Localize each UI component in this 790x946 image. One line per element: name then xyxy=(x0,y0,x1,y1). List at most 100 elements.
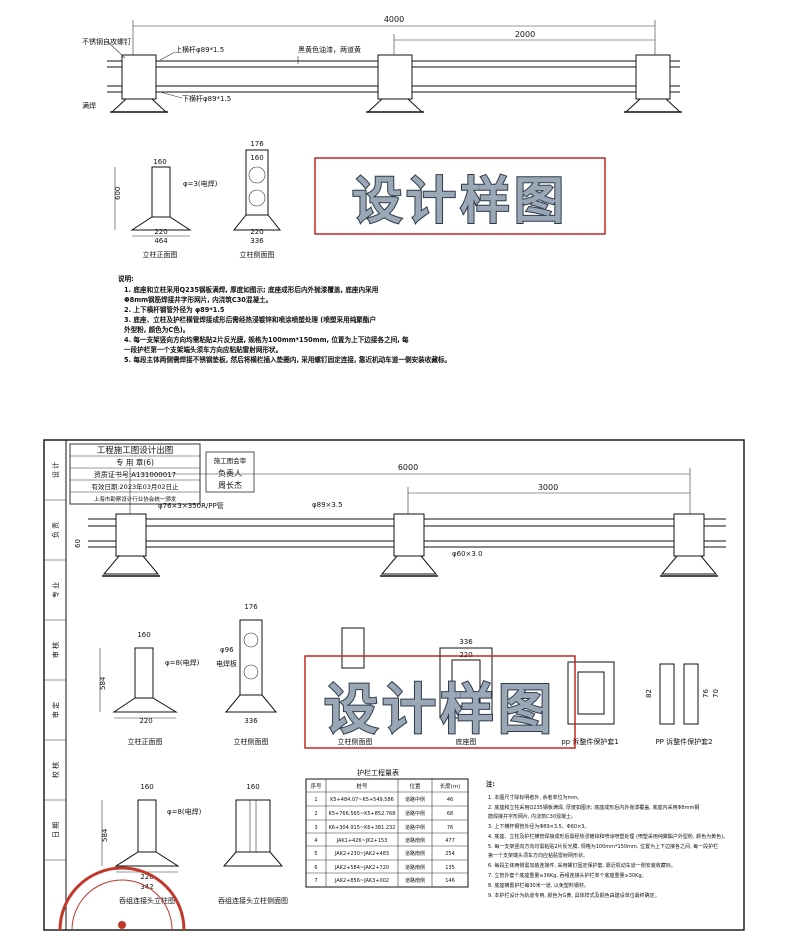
svg-text:584: 584 xyxy=(99,676,107,690)
svg-text:146: 146 xyxy=(445,878,455,884)
svg-text:5. 每段主体两侧需焊接不锈钢垫板, 然后将横栏插入垫圈内,: 5. 每段主体两侧需焊接不锈钢垫板, 然后将横栏插入垫圈内, 采用螺钉固定连接,… xyxy=(124,355,451,364)
svg-text:一段护栏第一个支架端头须车方向应粘贴雷射网形状。: 一段护栏第一个支架端头须车方向应粘贴雷射网形状。 xyxy=(124,345,282,354)
svg-text:160: 160 xyxy=(250,154,263,162)
view-front-title-b: 立柱正面图 xyxy=(128,737,163,746)
svg-text:46: 46 xyxy=(447,797,453,803)
svg-text:PP 诉整件保护套2: PP 诉整件保护套2 xyxy=(655,737,712,746)
post-front-view-bottom: 160 584 220 φ=8(电焊) 立柱正面图 xyxy=(99,631,200,746)
svg-text:日 期: 日 期 xyxy=(52,822,60,838)
view-side-title: 立柱侧面图 xyxy=(240,250,275,259)
dim-half-2000: 2000 xyxy=(515,30,535,39)
svg-text:60: 60 xyxy=(74,539,82,548)
svg-text:1. 本图尺寸除标明者外, 余者单位为mm。: 1. 本图尺寸除标明者外, 余者单位为mm。 xyxy=(488,794,582,801)
connector-front-view: 160 584 220 342 φ=8(电焊) 吞组连接头立柱图 xyxy=(101,783,202,905)
svg-text:道路南侧: 道路南侧 xyxy=(405,837,425,844)
svg-text:道路中侧: 道路中侧 xyxy=(405,824,425,831)
svg-text:JAK2+584~JAK2+720: JAK2+584~JAK2+720 xyxy=(334,865,389,871)
svg-text:160: 160 xyxy=(137,631,150,639)
svg-text:220: 220 xyxy=(140,873,153,881)
post-front-view-top: 160 600 220 464 φ=3(电焊) 立柱正面图 xyxy=(114,158,218,259)
svg-text:JAK2+230~JAK2+483: JAK2+230~JAK2+483 xyxy=(334,851,389,857)
svg-text:254: 254 xyxy=(445,851,455,857)
label-pipe-mid: φ60×3.0 xyxy=(452,550,483,558)
view-connector-front-title: 吞组连接头立柱图 xyxy=(119,896,175,905)
svg-text:专 用 章(6): 专 用 章(6) xyxy=(116,457,154,467)
label-upper-rail: 上横杆φ89*1.5 xyxy=(175,45,224,54)
design-stamp: 工程施工图设计出图 专 用 章(6) 资质证书号:A131000017 有效日期… xyxy=(69,443,255,505)
svg-text:注:: 注: xyxy=(486,779,495,788)
dim-total-6000: 6000 xyxy=(398,463,418,472)
red-seal xyxy=(58,866,186,931)
notes-top: 说明: 1. 底座和立柱采用Q235钢板满焊, 厚度如图示; 底座成形后内外抛漆… xyxy=(118,274,451,364)
svg-text:审 核: 审 核 xyxy=(51,642,60,658)
view-base-title: 底座图 xyxy=(456,737,477,746)
quantity-table: 护栏工程量表 序号 桩号 位置 长度(m) 1 K5+484.07~K5+549… xyxy=(305,768,469,888)
post-side-view-top: 176 160 220 336 立柱侧面图 xyxy=(232,140,282,259)
svg-text:160: 160 xyxy=(153,158,166,166)
svg-text:K5+484.07~K5+549.586: K5+484.07~K5+549.586 xyxy=(330,797,394,803)
svg-text:筋焊接井字形网片, 内浇筑C30混凝土。: 筋焊接井字形网片, 内浇筑C30混凝土。 xyxy=(488,813,576,820)
svg-text:70: 70 xyxy=(712,689,720,698)
svg-text:584: 584 xyxy=(101,828,109,842)
svg-text:68: 68 xyxy=(447,811,453,817)
svg-text:82: 82 xyxy=(645,689,653,698)
label-lower-rail: 下横杆φ89*1.5 xyxy=(182,94,231,103)
svg-text:336: 336 xyxy=(459,638,473,646)
label-sleeve: 满焊 xyxy=(82,101,96,110)
svg-text:5: 5 xyxy=(314,851,317,857)
view-connector-side-title: 吞组连接头立柱侧面图 xyxy=(218,896,288,905)
label-pp-pipe: φ76×3×350R/PP管 xyxy=(158,501,224,510)
svg-text:道路南侧: 道路南侧 xyxy=(405,864,425,871)
label-bolt: 不锈钢自攻螺钉 xyxy=(82,37,131,46)
svg-text:4: 4 xyxy=(314,838,317,844)
view-side-title-b: 立柱侧面图 xyxy=(234,737,269,746)
svg-text:周长杰: 周长杰 xyxy=(218,480,242,490)
svg-text:477: 477 xyxy=(445,838,455,844)
svg-text:336: 336 xyxy=(244,717,258,725)
svg-text:JAK1+426~JK2+153: JAK1+426~JK2+153 xyxy=(336,838,388,844)
svg-text:9. 本护栏设计为轨道专用, 颜色为G黄, 具体样式及颜色由: 9. 本护栏设计为轨道专用, 颜色为G黄, 具体样式及颜色由建设单位最终确定。 xyxy=(488,892,660,899)
svg-text:电焊板: 电焊板 xyxy=(216,659,237,668)
svg-text:专 业: 专 业 xyxy=(51,582,60,598)
svg-text:审 定: 审 定 xyxy=(51,702,60,718)
svg-text:道路南侧: 道路南侧 xyxy=(405,877,425,884)
svg-text:3. 上下横杆钢管外径为Φ89×3.5、Φ60×3。: 3. 上下横杆钢管外径为Φ89×3.5、Φ60×3。 xyxy=(488,823,589,830)
svg-text:3: 3 xyxy=(314,825,317,831)
svg-text:说明:: 说明: xyxy=(118,274,134,283)
svg-text:600: 600 xyxy=(114,187,122,200)
svg-text:464: 464 xyxy=(154,237,168,245)
svg-text:7: 7 xyxy=(314,878,317,884)
svg-text:设 计: 设 计 xyxy=(51,462,60,478)
bottom-sheet: 设 计 负 责 专 业 审 核 审 定 校 核 日 期 工程施工图设计出图 专 … xyxy=(43,439,745,931)
svg-text:立柱侧面图: 立柱侧面图 xyxy=(338,737,373,746)
label-paint: 黑黄色油漆，两道黄 xyxy=(298,45,361,54)
top-sheet: 4000 2000 不锈钢自攻螺钉 上横杆φ89*1.5 xyxy=(82,15,682,364)
svg-text:有效日期:2023年03月02日止: 有效日期:2023年03月02日止 xyxy=(91,482,179,491)
svg-text:桩号: 桩号 xyxy=(356,782,368,790)
post-bottom-left xyxy=(102,513,160,577)
svg-text:外型粉, 颜色为C色)。: 外型粉, 颜色为C色)。 xyxy=(124,325,189,334)
svg-text:施工图会审: 施工图会审 xyxy=(214,456,247,465)
post-bottom-right xyxy=(660,513,718,577)
svg-text:位置: 位置 xyxy=(409,782,421,790)
svg-text:K5+766.565~K5+852.768: K5+766.565~K5+852.768 xyxy=(329,811,396,817)
svg-text:220: 220 xyxy=(459,651,472,659)
notes-bottom: 注: 1. 本图尺寸除标明者外, 余者单位为mm。 2. 底座和立柱采用Q235… xyxy=(486,779,728,899)
left-title-strip: 设 计 负 责 专 业 审 核 审 定 校 核 日 期 xyxy=(44,462,66,861)
sheet-frame xyxy=(43,439,745,931)
post-top-right xyxy=(624,54,682,113)
post-bottom-mid xyxy=(380,513,438,577)
table-caption: 护栏工程量表 xyxy=(357,768,399,777)
svg-text:1. 底座和立柱采用Q235钢板满焊, 厚度如图示; 底座成: 1. 底座和立柱采用Q235钢板满焊, 厚度如图示; 底座成形后内外抛漆覆盖, … xyxy=(124,285,378,294)
post-top-mid xyxy=(366,54,424,113)
svg-text:φ=3(电焊): φ=3(电焊) xyxy=(183,179,218,188)
svg-text:176: 176 xyxy=(250,140,264,148)
watermark-frame-bottom xyxy=(304,655,576,749)
dim-half-3000: 3000 xyxy=(538,483,558,492)
svg-text:校 核: 校 核 xyxy=(51,762,60,778)
connector-side-view: 160 吞组连接头立柱侧面图 xyxy=(218,783,288,905)
svg-text:2: 2 xyxy=(314,811,317,817)
svg-text:序号: 序号 xyxy=(310,782,322,790)
svg-text:336: 336 xyxy=(250,237,264,245)
svg-text:道路中侧: 道路中侧 xyxy=(405,810,425,817)
